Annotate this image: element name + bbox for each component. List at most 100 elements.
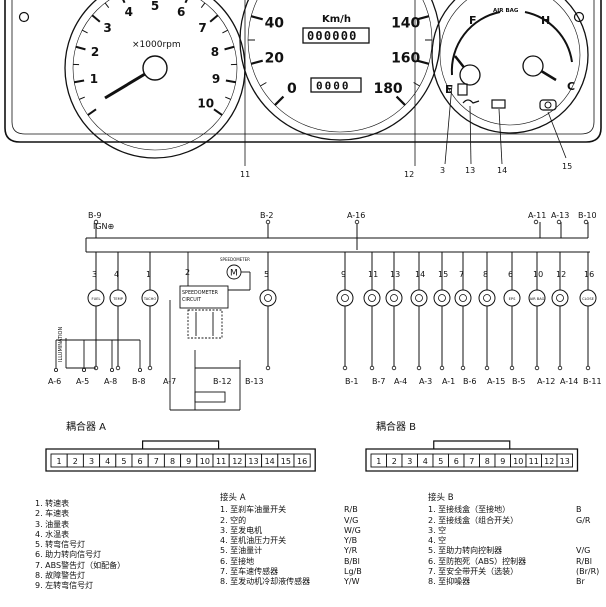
connector-b-pin-number: 11 (529, 457, 539, 466)
legend-row-text: 3. 至发电机 (220, 525, 263, 535)
fuel-pump-icon (457, 83, 468, 96)
legend-part-item: 2. 车速表 (35, 509, 70, 519)
fuel-e: E (445, 83, 453, 96)
tach-number: 1 (90, 72, 98, 86)
legend-part-item: 7. ABS警告灯（如配备） (35, 560, 126, 570)
legend-row: 4. 空 (428, 536, 600, 546)
connector-a-pin-number: 1 (57, 457, 62, 466)
wire-color-code: G/R (576, 515, 591, 525)
bottom-terminal-label: A-5 (76, 377, 89, 386)
speedo-number: 60 (282, 0, 302, 1)
callout-3: 3 (440, 166, 445, 175)
connector-b-pin-number: 13 (560, 457, 570, 466)
component-number: 6 (508, 270, 513, 279)
component-symbol (528, 289, 546, 307)
component-number: 15 (438, 270, 448, 279)
connector-a-pin-number: 9 (186, 457, 191, 466)
connector-b-title: 耦合器 B (376, 420, 416, 433)
speedo-tick (250, 59, 264, 65)
wire-color-code: W/G (344, 525, 361, 535)
component-symbol (141, 289, 159, 307)
legend-row-text: 6. 至接地 (220, 556, 255, 566)
terminal-label-b10: B-10 (578, 211, 597, 220)
terminal-node (534, 365, 540, 371)
speedo-motor: M (230, 269, 238, 279)
terminal-label-a11: A-11 (528, 211, 546, 220)
legend-part-item: 4. 水温表 (35, 529, 70, 539)
terminal-node (583, 219, 589, 225)
connector-a-pin-number: 2 (73, 457, 78, 466)
legend-row: 3. 至发电机 W/G (220, 526, 395, 536)
connector-a-pin-number: 14 (265, 457, 275, 466)
tach-tick (224, 45, 235, 51)
bottom-terminal-label: A-8 (104, 377, 117, 386)
terminal-label-a13: A-13 (551, 211, 569, 220)
terminal-label-b2: B-2 (260, 211, 273, 220)
speedo-number: 160 (391, 51, 420, 67)
component-number: 3 (92, 270, 97, 279)
terminal-node (354, 219, 360, 225)
speedometer-circuit (169, 252, 251, 411)
legend-row: 1. 至接线盒（至接地）B (428, 505, 600, 515)
tach-tick (222, 29, 228, 34)
temp-h: H (541, 14, 550, 27)
component-symbol (363, 289, 381, 307)
legend-row-text: 8. 至发动机冷却液传感器 (220, 577, 311, 587)
illumination-label: ILLUMINATION (58, 327, 64, 362)
connector-b-pin-number: 1 (376, 457, 381, 466)
component-symbol-text: TACHO (143, 297, 157, 301)
legend-row-text: 7. 至安全带开关（选装） (428, 567, 519, 577)
tach-number: 3 (103, 21, 111, 35)
bottom-terminal-label: A-14 (560, 377, 578, 386)
connector-a-pin-number: 5 (121, 457, 126, 466)
component-symbol (454, 289, 472, 307)
tach-tick (82, 29, 88, 34)
terminal-node (416, 365, 422, 371)
illumination-bracket (65, 338, 96, 369)
speedo-motor-label: SPEEDOMETER (220, 257, 250, 262)
legend-a-title: 接头 A (220, 493, 246, 503)
cluster-housing (4, 0, 602, 143)
component-symbol (259, 289, 277, 307)
callout-12: 12 (404, 170, 414, 179)
tach-number: 9 (212, 72, 220, 86)
terminal-node (484, 365, 490, 371)
connector-a-pin-number: 4 (105, 457, 110, 466)
component-symbol-text: AIR BAG (530, 297, 545, 301)
bottom-terminal-label: B-6 (463, 377, 476, 386)
speedo-tick (413, 82, 420, 87)
connector-b-pin-number: 4 (423, 457, 428, 466)
terminal-node (369, 365, 375, 371)
component-number: 9 (341, 270, 346, 279)
tach-number: 4 (125, 5, 133, 19)
callout-11: 11 (240, 170, 250, 179)
component-number: 1 (146, 270, 151, 279)
terminal-node (509, 365, 515, 371)
component-number: 11 (368, 270, 378, 279)
connector-b-pin-number: 8 (485, 457, 490, 466)
legend-b-title: 接头 B (428, 493, 454, 503)
tach-number: 2 (91, 45, 99, 59)
fuel-f: F (469, 14, 477, 27)
tach-tick (75, 45, 86, 51)
legend-row-text: 5. 至油量计 (220, 546, 263, 556)
legend-row-text: 5. 至助力转向控制器 (428, 546, 503, 556)
tach-tick (104, 2, 110, 9)
wire-color-code: Y/B (344, 536, 358, 546)
connector-b-pin-number: 12 (544, 457, 554, 466)
legend-row-text: 8. 至抑噪器 (428, 577, 471, 587)
terminal-node (147, 365, 153, 371)
component-symbol (579, 289, 597, 307)
wire-color-code: V/G (344, 515, 359, 525)
terminal-node (115, 365, 121, 371)
speedo-tick (274, 95, 285, 106)
component-number: 2 (185, 268, 190, 277)
connector-a-pin-number: 3 (89, 457, 94, 466)
wire-color-code: (Br/R) (576, 567, 600, 577)
tach-tick (79, 96, 85, 100)
legend-part-item: 6. 助力转向信号灯 (35, 550, 102, 560)
